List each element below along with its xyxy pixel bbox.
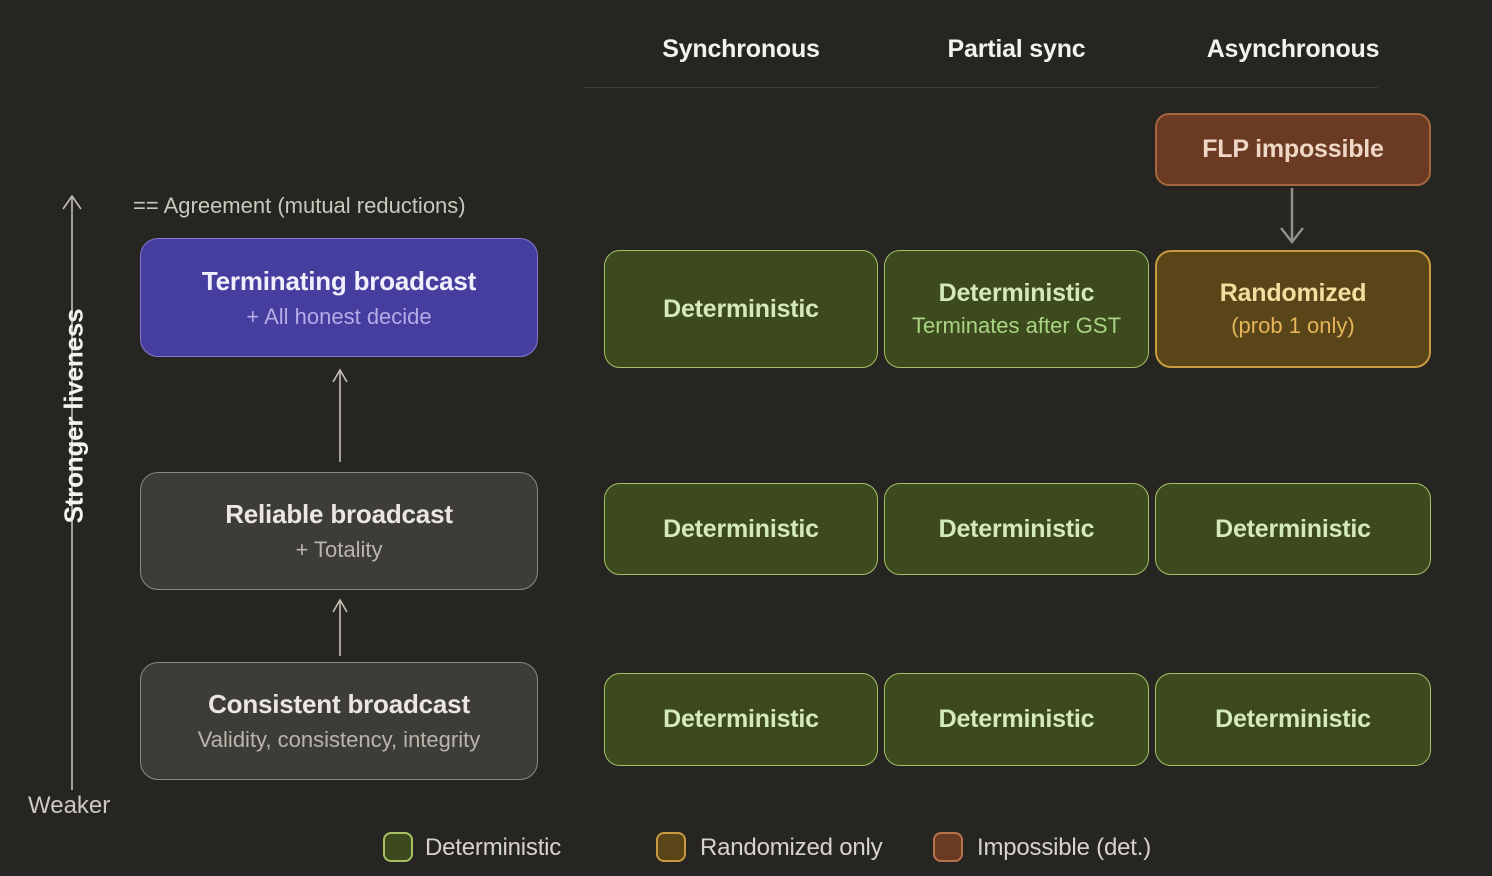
arrow-consistent-to-reliable (332, 598, 348, 656)
legend-swatch-impossible (933, 832, 963, 862)
matrix-cell-terminating-partial-sync: Deterministic Terminates after GST (884, 250, 1149, 368)
matrix-cell-reliable-asynchronous: Deterministic (1155, 483, 1431, 575)
weaker-label: Weaker (28, 792, 111, 819)
cell-subtitle: Terminates after GST (911, 313, 1122, 338)
cell-title: Deterministic (663, 514, 819, 543)
cell-title: Deterministic (1215, 514, 1371, 543)
arrow-reliable-to-terminating (332, 368, 348, 462)
matrix-cell-consistent-partial-sync: Deterministic (884, 673, 1149, 766)
cell-title: Deterministic (1215, 705, 1371, 733)
stronger-liveness-label: Stronger liveness (58, 308, 89, 524)
row-box-consistent-broadcast: Consistent broadcast Validity, consisten… (140, 662, 538, 780)
legend-label-randomized-only: Randomized only (700, 834, 883, 861)
row-title: Terminating broadcast (201, 265, 477, 296)
matrix-cell-reliable-synchronous: Deterministic (604, 483, 878, 575)
row-box-terminating-broadcast: Terminating broadcast + All honest decid… (140, 238, 538, 357)
legend-label-deterministic: Deterministic (425, 834, 562, 861)
arrow-flp-to-randomized (1280, 188, 1304, 245)
matrix-cell-reliable-partial-sync: Deterministic (884, 483, 1149, 575)
cell-title: Deterministic (938, 514, 1095, 543)
cell-title: Deterministic (938, 279, 1095, 307)
legend-label-impossible: Impossible (det.) (977, 834, 1151, 861)
row-title: Reliable broadcast (225, 499, 453, 529)
cell-title: Deterministic (663, 705, 819, 733)
cell-title: Deterministic (938, 705, 1095, 733)
flp-impossible-badge: FLP impossible (1155, 113, 1431, 186)
row-box-reliable-broadcast: Reliable broadcast + Totality (140, 472, 538, 590)
matrix-cell-consistent-asynchronous: Deterministic (1155, 673, 1431, 766)
column-header-asynchronous: Asynchronous (1206, 35, 1380, 63)
row-subtitle: + Totality (295, 537, 383, 562)
legend-swatch-deterministic (383, 832, 413, 862)
matrix-cell-terminating-synchronous: Deterministic (604, 250, 878, 368)
matrix-cell-terminating-asynchronous: Randomized (prob 1 only) (1155, 250, 1431, 368)
header-divider (583, 87, 1378, 88)
flp-impossible-label: FLP impossible (1202, 135, 1384, 163)
cell-subtitle: (prob 1 only) (1231, 313, 1355, 338)
row-subtitle: + All honest decide (246, 303, 432, 329)
cell-title: Randomized (1219, 279, 1367, 307)
row-subtitle: Validity, consistency, integrity (197, 727, 481, 752)
cell-title: Deterministic (663, 294, 819, 323)
column-header-partial-sync: Partial sync (947, 35, 1086, 63)
agreement-note: == Agreement (mutual reductions) (133, 193, 466, 218)
matrix-cell-consistent-synchronous: Deterministic (604, 673, 878, 766)
legend-swatch-randomized-only (656, 832, 686, 862)
column-header-synchronous: Synchronous (662, 35, 820, 63)
row-title: Consistent broadcast (208, 689, 470, 719)
